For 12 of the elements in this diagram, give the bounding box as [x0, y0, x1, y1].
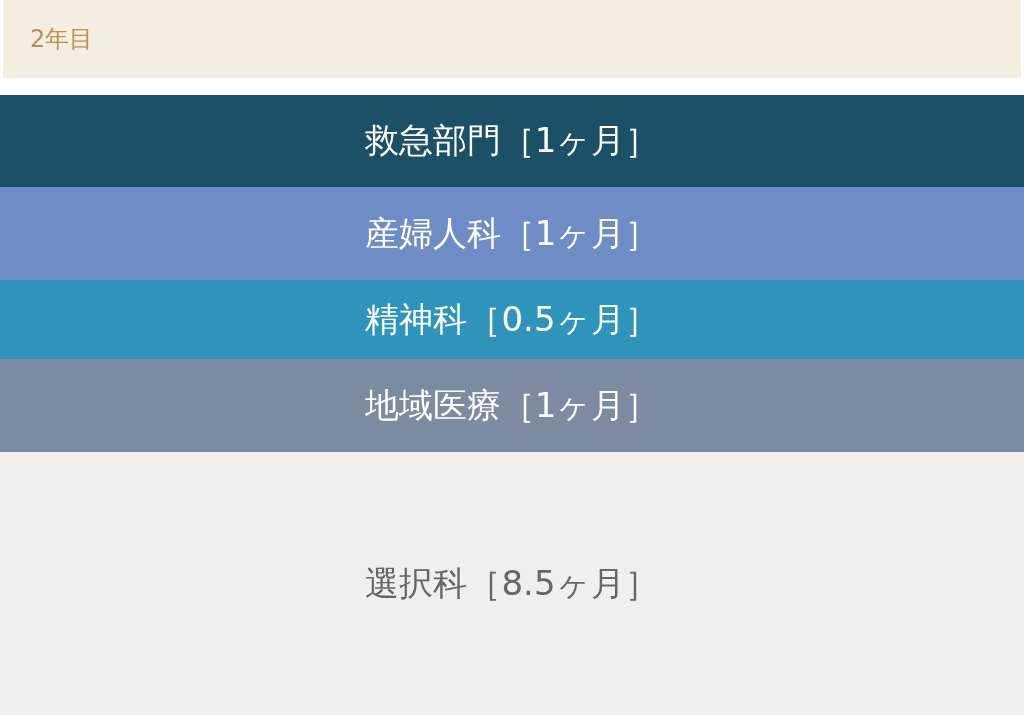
rotation-label: 救急部門［1ヶ月］ — [364, 119, 660, 162]
header-band — [3, 0, 1021, 78]
rotation-label: 産婦人科［1ヶ月］ — [364, 211, 660, 255]
rotation-label: 精神科［0.5ヶ月］ — [365, 297, 659, 341]
schedule-band — [0, 187, 1024, 280]
rotation-label: 選択科［8.5ヶ月］ — [365, 561, 659, 605]
schedule-band — [0, 280, 1024, 359]
schedule-band — [0, 95, 1024, 187]
schedule-band — [0, 359, 1024, 452]
rotation-label: 地域医療［1ヶ月］ — [364, 383, 660, 427]
schedule-band — [0, 452, 1024, 715]
year-heading: 2年目 — [30, 24, 94, 55]
